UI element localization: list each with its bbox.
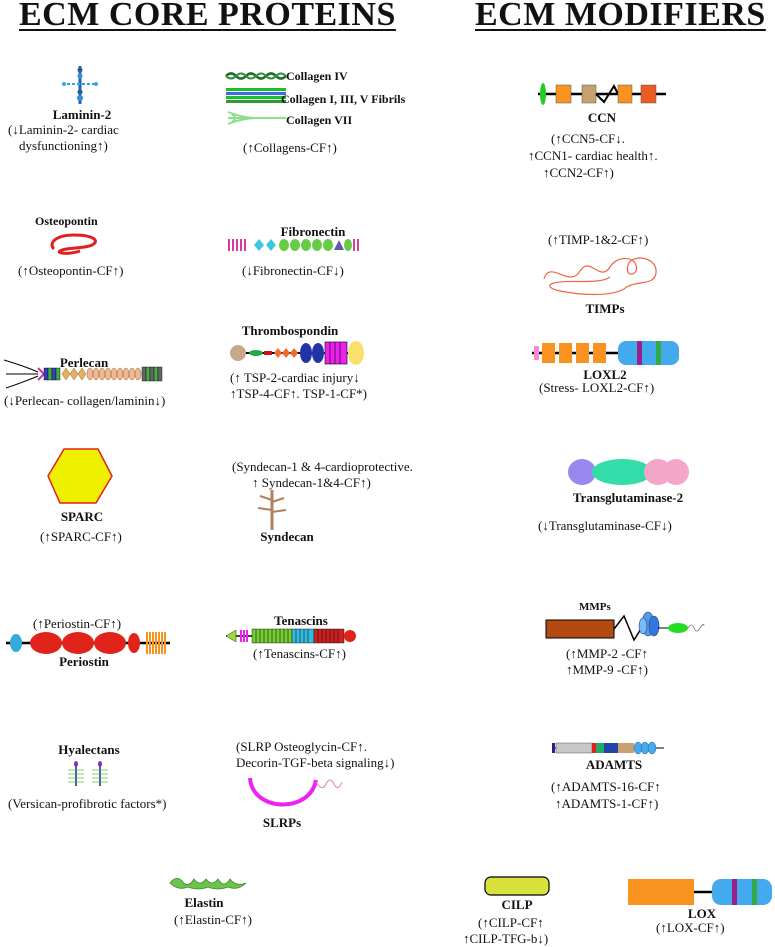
periostin-glyph: [6, 632, 170, 654]
cilp-glyph: [484, 876, 550, 896]
loxl2-label: LOXL2: [583, 367, 627, 382]
collagen-iv-glyph: [225, 72, 287, 80]
timps-glyph: [543, 257, 657, 296]
header-core-proteins: ECM CORE PROTEINS: [19, 0, 396, 33]
osteopontin-note: (↑Osteopontin-CF↑): [18, 263, 124, 278]
ccn-note-3: ↑CCN2-CF↑): [543, 165, 614, 180]
laminin-2-note-2: dysfunctioning↑): [19, 138, 108, 153]
thrombospondin-note-1: (↑ TSP-2-cardiac injury↓: [230, 370, 360, 385]
lox-label: LOX: [687, 906, 717, 921]
slrps-note-1: (SLRP Osteoglycin-CF↑.: [236, 739, 367, 754]
syndecan-glyph: [257, 490, 287, 530]
ccn-glyph: [538, 83, 666, 105]
elastin-glyph: [169, 878, 247, 890]
ccn-label: CCN: [587, 110, 617, 125]
thrombospondin-note-2: ↑TSP-4-CF↑. TSP-1-CF*): [230, 386, 368, 401]
adamts-glyph: [552, 741, 664, 755]
collagen-iv-label: Collagen IV: [286, 69, 348, 83]
sparc-label: SPARC: [60, 509, 104, 524]
tenascins-glyph: [225, 628, 356, 644]
osteopontin-glyph: [50, 233, 97, 255]
sparc-note: (↑SPARC-CF↑): [40, 529, 122, 544]
transglutaminase-2-label: Transglutaminase-2: [572, 490, 684, 505]
adamts-note-1: (↑ADAMTS-16-CF↑: [551, 779, 661, 794]
cilp-note-2: ↑CILP-TFG-b↓): [463, 931, 549, 946]
transglutaminase-note: (↓Transglutaminase-CF↓): [538, 518, 672, 533]
periostin-note: (↑Periostin-CF↑): [33, 616, 122, 631]
elastin-note: (↑Elastin-CF↑): [174, 912, 252, 927]
adamts-label: ADAMTS: [585, 757, 643, 772]
timps-label: TIMPs: [585, 301, 625, 316]
mmps-note-1: (↑MMP-2 -CF↑: [566, 646, 648, 661]
cilp-note-1: (↑CILP-CF↑: [478, 915, 544, 930]
sparc-glyph: [47, 448, 113, 504]
syndecan-note-1: (Syndecan-1 & 4-cardioprotective.: [232, 459, 413, 474]
periostin-label: Periostin: [59, 654, 109, 669]
fibronectin-glyph: [228, 239, 359, 251]
hyalectans-note: (Versican-profibrotic factors*): [8, 796, 167, 811]
mmps-note-2: ↑MMP-9 -CF↑): [566, 662, 648, 677]
slrps-label: SLRPs: [262, 815, 302, 830]
mmps-glyph: [545, 611, 705, 642]
elastin-label: Elastin: [184, 895, 224, 910]
perlecan-note: (↓Perlecan- collagen/laminin↓): [4, 393, 166, 408]
laminin-2-glyph: [62, 66, 98, 104]
fibronectin-label: Fibronectin: [280, 224, 346, 239]
ccn-note-2: ↑CCN1- cardiac health↑.: [528, 148, 658, 163]
collagens-note: (↑Collagens-CF↑): [243, 140, 337, 155]
slrps-glyph: [248, 777, 343, 807]
hyalectans-label: Hyalectans: [58, 742, 120, 757]
collagen-fibrils-label: Collagen I, III, V Fibrils: [281, 92, 406, 106]
syndecan-label: Syndecan: [260, 529, 314, 544]
syndecan-note-2: ↑ Syndecan-1&4-CF↑): [252, 475, 371, 490]
timps-note: (↑TIMP-1&2-CF↑): [548, 232, 649, 247]
osteopontin-label: Osteopontin: [35, 214, 98, 228]
header-ecm-modifiers: ECM MODIFIERS: [475, 0, 766, 33]
loxl2-note: (Stress- LOXL2-CF↑): [539, 380, 655, 395]
perlecan-glyph: [3, 359, 163, 389]
collagen-vii-glyph: [227, 111, 286, 125]
laminin-2-label: Laminin-2: [52, 107, 112, 122]
tenascins-note: (↑Tenascins-CF↑): [253, 646, 346, 661]
fibronectin-note: (↓Fibronectin-CF↓): [242, 263, 344, 278]
cilp-label: CILP: [501, 897, 533, 912]
mmps-label: MMPs: [579, 601, 611, 613]
transglutaminase-2-glyph: [568, 459, 689, 485]
lox-note: (↑LOX-CF↑): [656, 920, 725, 935]
collagen-vii-label: Collagen VII: [286, 113, 353, 127]
slrps-note-2: Decorin-TGF-beta signaling↓): [236, 755, 395, 770]
loxl2-glyph: [532, 341, 679, 365]
ccn-note-1: (↑CCN5-CF↓.: [551, 131, 626, 146]
lox-glyph: [628, 879, 772, 905]
thrombospondin-label: Thrombospondin: [241, 323, 339, 338]
thrombospondin-glyph: [230, 341, 364, 365]
adamts-note-2: ↑ADAMTS-1-CF↑): [555, 796, 659, 811]
perlecan-label: Perlecan: [59, 355, 109, 370]
laminin-2-note-1: (↓Laminin-2- cardiac: [8, 122, 119, 137]
tenascins-label: Tenascins: [274, 613, 328, 628]
hyalectans-glyph: [68, 761, 108, 786]
collagen-fibrils-glyph: [226, 88, 286, 103]
